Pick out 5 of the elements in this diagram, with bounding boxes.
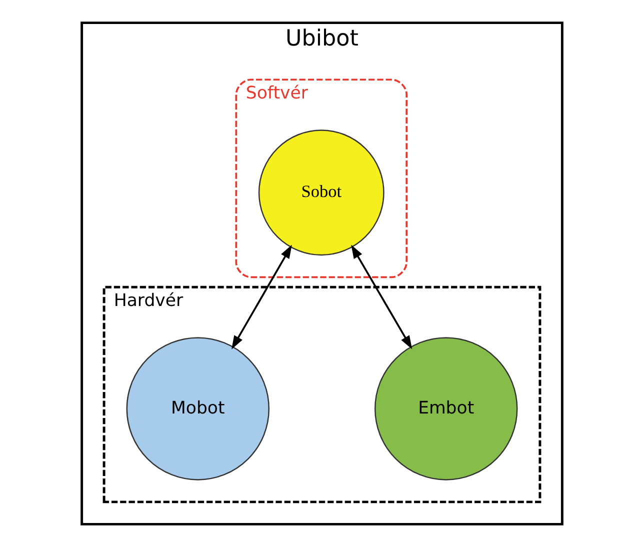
- arrow: [351, 244, 412, 350]
- node-circle: Embot: [374, 337, 518, 480]
- node-circle: Sobot: [258, 130, 384, 256]
- node-circle: Mobot: [126, 337, 270, 480]
- arrow: [232, 244, 292, 350]
